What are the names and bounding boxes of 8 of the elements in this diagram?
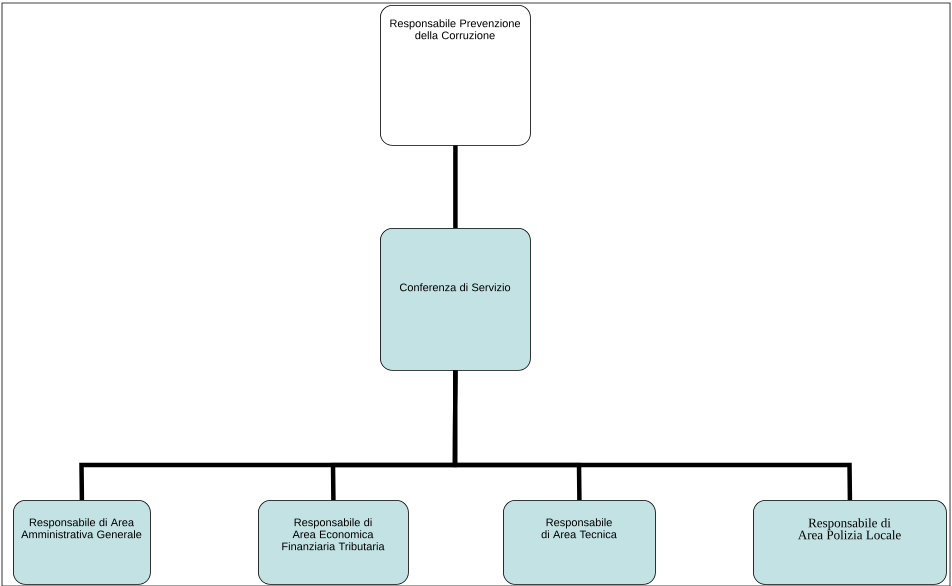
org-box: Responsabile di Area Tecnica: [503, 500, 656, 585]
org-box: Responsabile di Area Amministrativa Generale: [13, 500, 151, 585]
org-box: Responsabile di Area Polizia Locale: [753, 500, 947, 585]
org-box: Responsabile di Area Economica Finanziaria Tributaria: [258, 500, 409, 585]
connector-line: [453, 146, 458, 228]
org-box: Conferenza di Servizio: [380, 228, 531, 371]
org-box: Responsabile Prevenzione della Corruzione: [380, 5, 531, 146]
connector-line: [452, 370, 852, 500]
